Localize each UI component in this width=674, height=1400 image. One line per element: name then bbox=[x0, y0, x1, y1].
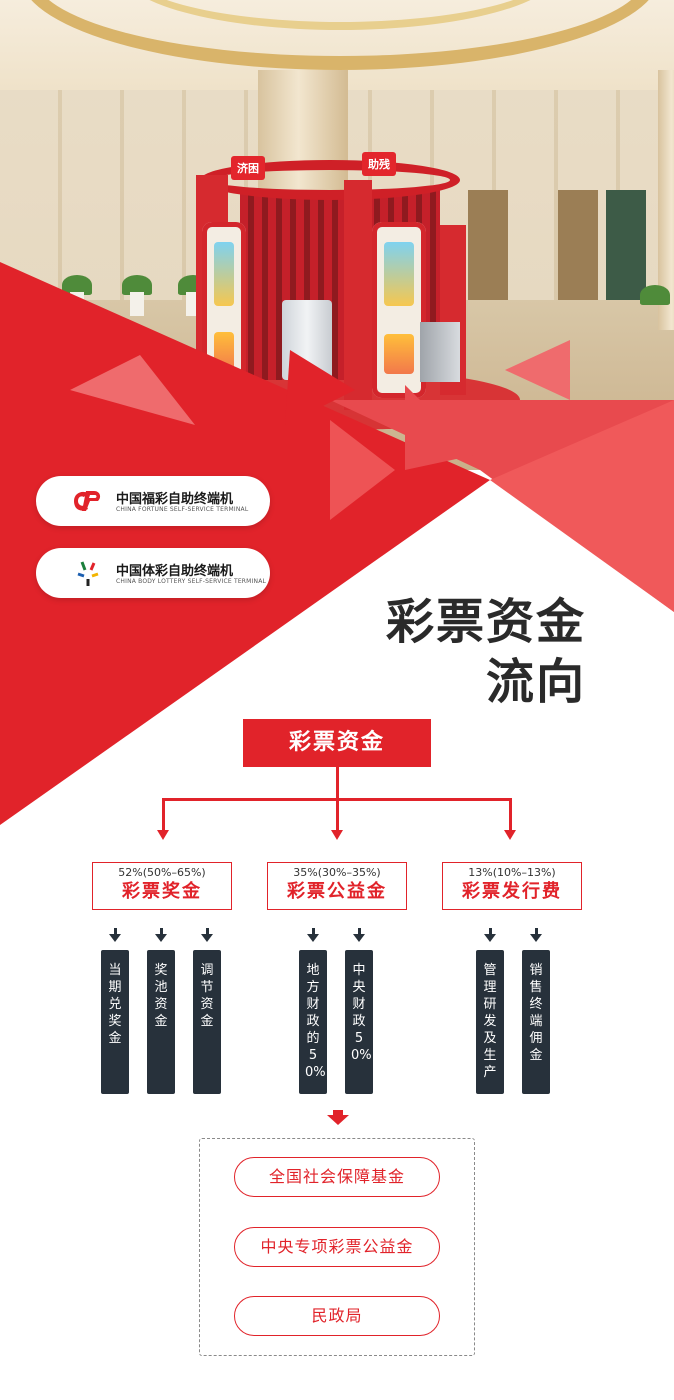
destinations-frame bbox=[199, 1138, 475, 1356]
lottery-kiosk bbox=[202, 222, 246, 390]
sports-lottery-icon bbox=[77, 561, 99, 586]
red-arrow-icon bbox=[331, 830, 343, 840]
down-arrow-icon bbox=[109, 928, 121, 942]
category-title: 彩票奖金 bbox=[122, 881, 202, 902]
doorway bbox=[468, 190, 508, 300]
red-arrow-icon bbox=[504, 830, 516, 840]
fund-item-label: 地方财政的50% bbox=[305, 963, 326, 1080]
fund-item-label: 销售终端佣金 bbox=[529, 963, 543, 1063]
fund-item-label: 中央财政50% bbox=[351, 963, 372, 1063]
welfare-lottery-logo: 中国福彩自助终端机 CHINA FORTUNE SELF-SERVICE TER… bbox=[36, 476, 270, 526]
doorway bbox=[606, 190, 646, 300]
fund-item: 调节资金 bbox=[193, 950, 221, 1094]
connector-line bbox=[162, 798, 165, 832]
down-arrow-icon bbox=[353, 928, 365, 942]
kiosk-screen bbox=[214, 332, 234, 372]
welfare-lottery-subtitle: CHINA FORTUNE SELF-SERVICE TERMINAL bbox=[116, 506, 249, 513]
fund-item: 当期兑奖金 bbox=[101, 950, 129, 1094]
connector-line bbox=[336, 798, 339, 832]
category-title: 彩票公益金 bbox=[287, 881, 387, 902]
plant-pot bbox=[70, 292, 84, 316]
grey-terminal bbox=[420, 322, 460, 382]
doorway bbox=[558, 190, 598, 300]
kiosk-screen bbox=[384, 242, 414, 306]
water-dispenser bbox=[282, 300, 332, 380]
welfare-lottery-icon bbox=[74, 491, 101, 511]
root-node: 彩票资金 bbox=[243, 719, 431, 767]
booth-tag: 助残 bbox=[362, 152, 396, 176]
destination-social-security: 全国社会保障基金 bbox=[234, 1157, 440, 1197]
page-title-line1: 彩票资金 bbox=[385, 594, 586, 650]
down-arrow-icon bbox=[201, 928, 213, 942]
category-box-welfare-fund: 35%(30%–35%) 彩票公益金 bbox=[267, 862, 407, 910]
down-arrow-icon bbox=[155, 928, 167, 942]
welfare-lottery-name: 中国福彩自助终端机 bbox=[116, 492, 234, 507]
category-percent: 13%(10%–13%) bbox=[468, 866, 556, 879]
fund-item-label: 管理研发及生产 bbox=[483, 963, 497, 1080]
booth-tag: 济困 bbox=[231, 156, 265, 180]
page-title-line2: 流向 bbox=[485, 654, 586, 710]
red-arrow-icon bbox=[157, 830, 169, 840]
fund-item: 地方财政的50% bbox=[299, 950, 327, 1094]
destination-central-fund: 中央专项彩票公益金 bbox=[234, 1227, 440, 1267]
down-arrow-icon bbox=[530, 928, 542, 942]
page-title: 彩票资金 流向 bbox=[286, 592, 586, 712]
fund-item: 奖池资金 bbox=[147, 950, 175, 1094]
connector-line bbox=[336, 767, 339, 799]
category-box-prize: 52%(50%–65%) 彩票奖金 bbox=[92, 862, 232, 910]
booth-side-panel bbox=[344, 180, 372, 410]
down-arrow-icon bbox=[484, 928, 496, 942]
sports-lottery-logo: 中国体彩自助终端机 CHINA BODY LOTTERY SELF-SERVIC… bbox=[36, 548, 270, 598]
category-percent: 35%(30%–35%) bbox=[293, 866, 381, 879]
connector-line bbox=[509, 798, 512, 832]
pillar bbox=[658, 70, 674, 330]
fund-item-label: 调节资金 bbox=[200, 963, 214, 1029]
fund-item: 中央财政50% bbox=[345, 950, 373, 1094]
down-arrow-icon bbox=[307, 928, 319, 942]
category-title: 彩票发行费 bbox=[462, 881, 562, 902]
plant bbox=[640, 285, 670, 305]
kiosk-screen bbox=[214, 242, 234, 306]
category-box-issuance-fee: 13%(10%–13%) 彩票发行费 bbox=[442, 862, 582, 910]
fund-item: 销售终端佣金 bbox=[522, 950, 550, 1094]
fund-item: 管理研发及生产 bbox=[476, 950, 504, 1094]
kiosk-screen bbox=[384, 334, 414, 374]
plant-pot bbox=[130, 292, 144, 316]
destination-civil-affairs: 民政局 bbox=[234, 1296, 440, 1336]
hero-photo: 济困 助残 bbox=[0, 0, 674, 470]
sports-lottery-subtitle: CHINA BODY LOTTERY SELF-SERVICE TERMINAL bbox=[116, 578, 267, 585]
fund-item-label: 当期兑奖金 bbox=[108, 963, 122, 1046]
category-percent: 52%(50%–65%) bbox=[118, 866, 206, 879]
red-down-arrow-icon bbox=[327, 1110, 349, 1126]
sports-lottery-name: 中国体彩自助终端机 bbox=[116, 564, 234, 579]
fund-item-label: 奖池资金 bbox=[154, 963, 168, 1029]
lottery-kiosk bbox=[372, 222, 426, 398]
